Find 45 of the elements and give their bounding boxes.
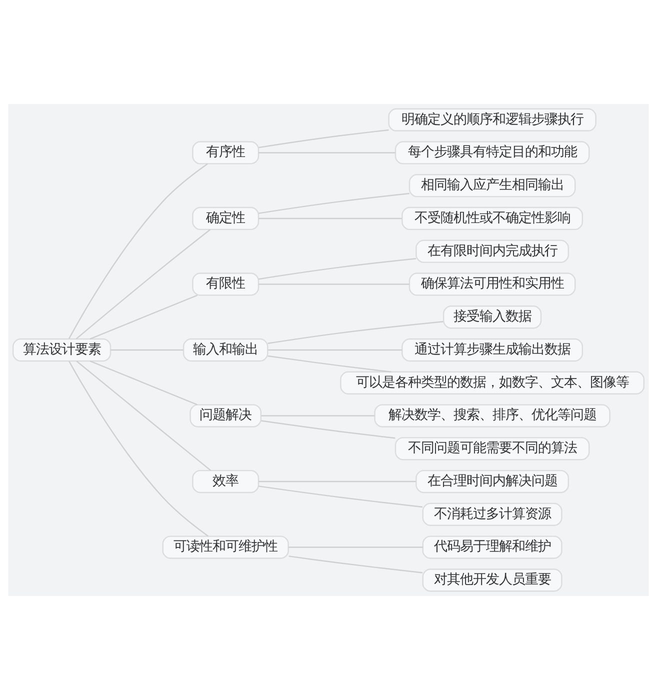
node-box: 有序性 — [192, 141, 260, 164]
node-box: 可读性和可维护性 — [162, 536, 289, 559]
connector — [90, 360, 198, 406]
node-box: 代码易于理解和维护 — [422, 536, 562, 559]
node-box: 有限性 — [192, 272, 260, 296]
connector — [268, 349, 402, 351]
connector — [288, 546, 423, 548]
node-box: 确保算法可用性和实用性 — [408, 272, 576, 296]
connector — [268, 355, 392, 373]
connector — [76, 229, 211, 340]
node-box: 输入和输出 — [182, 338, 268, 362]
connector — [268, 321, 444, 344]
connector — [258, 258, 416, 280]
connector — [76, 360, 212, 471]
node-box: 明确定义的顺序和逻辑步骤执行 — [388, 108, 596, 132]
connector — [258, 129, 389, 148]
node-box: 在合理时间内解决问题 — [416, 470, 570, 494]
node-box: 问题解决 — [190, 404, 262, 428]
connector — [258, 152, 396, 154]
connector — [110, 349, 184, 351]
node-box: 接受输入数据 — [442, 306, 542, 329]
node-box: 不消耗过多计算资源 — [422, 502, 562, 526]
node-box: 每个步骤具有特定目的和功能 — [394, 141, 590, 164]
node-box: 对其他开发人员重要 — [422, 568, 562, 592]
node-box: 解决数学、搜索、排序、优化等问题 — [374, 404, 610, 428]
node-box: 算法设计要素 — [12, 338, 112, 362]
node-box: 通过计算步骤生成输出数据 — [402, 338, 584, 362]
connector — [258, 218, 402, 220]
node-box: 确定性 — [192, 206, 260, 230]
connector — [288, 556, 423, 574]
connector — [258, 486, 423, 508]
connector — [258, 192, 410, 214]
connector — [258, 480, 416, 482]
connector — [258, 284, 410, 285]
connector — [68, 163, 208, 340]
connector — [90, 294, 198, 340]
node-box: 不受随机性或不确定性影响 — [402, 206, 584, 230]
node-box: 在有限时间内完成执行 — [416, 240, 570, 263]
connector — [68, 360, 208, 537]
node-box: 不同问题可能需要不同的算法 — [394, 437, 590, 460]
node-box: 效率 — [192, 470, 260, 494]
connector — [261, 415, 374, 416]
node-box: 可以是各种类型的数据，如数字、文本、图像等 — [340, 371, 645, 394]
connector — [261, 420, 396, 439]
node-box: 相同输入应产生相同输出 — [408, 174, 576, 198]
